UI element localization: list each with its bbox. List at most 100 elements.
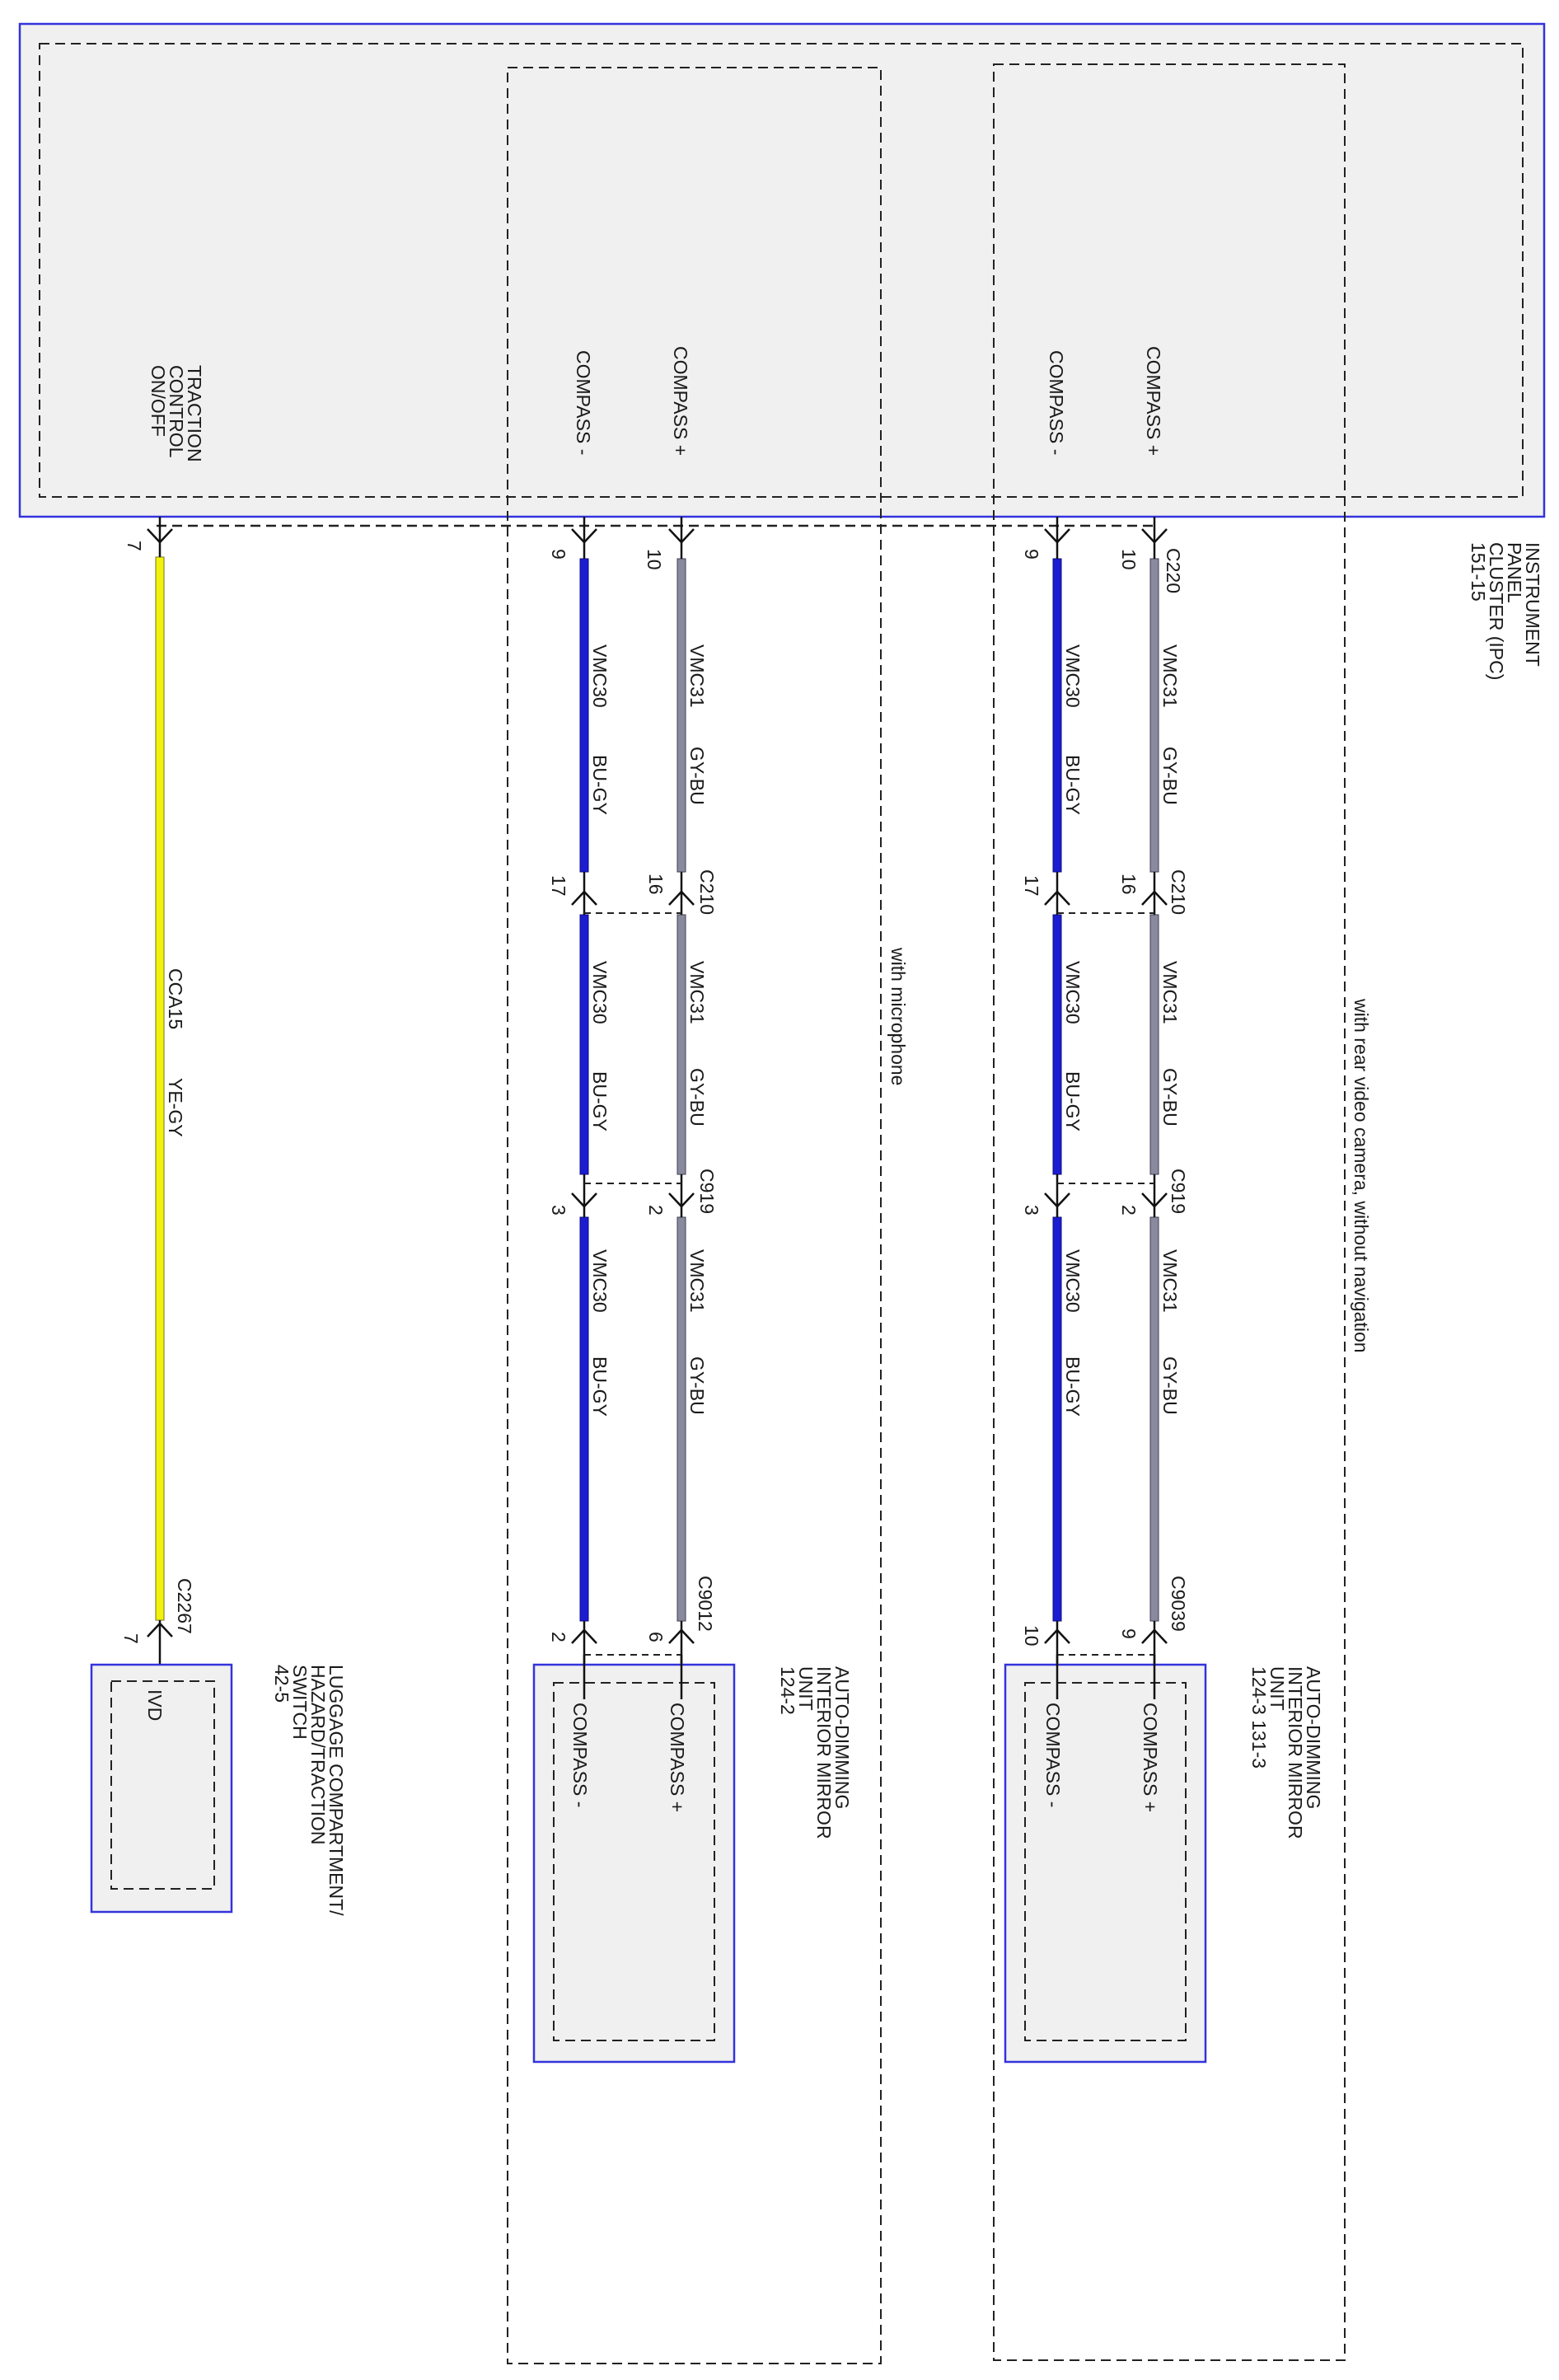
wire-vmc31-mic-seg2[interactable] xyxy=(677,914,686,1175)
pin-c210-vmc31-cam: 16 xyxy=(1118,874,1140,895)
wire-vmc30-mic-seg2[interactable] xyxy=(579,914,589,1175)
pin-c919-vmc30-cam: 3 xyxy=(1021,1205,1042,1216)
mirror-a-label-line1: AUTO-DIMMING xyxy=(831,1666,853,1809)
pin-ipc-vmc30-mic: 9 xyxy=(548,549,569,560)
arrow-c9012-vmc31 xyxy=(668,1628,695,1644)
mirror-b-label-line3: UNIT xyxy=(1266,1666,1288,1711)
pin-c210-vmc30-cam: 17 xyxy=(1021,875,1042,897)
ipc-pin-traction-line2: CONTROL xyxy=(166,365,187,458)
luggage-switch-label-line1: LUGGAGE COMPARTMENT/ xyxy=(325,1665,347,1916)
label-vmc31-cam-seg2: VMC31 xyxy=(1159,961,1181,1024)
wire-vmc30-mic-seg3[interactable] xyxy=(579,1216,589,1622)
wire-vmc31-cam-seg2[interactable] xyxy=(1149,914,1159,1175)
group-camera-label: with rear video camera, without navigati… xyxy=(1351,998,1372,1353)
pin-c9012-vmc30: 2 xyxy=(548,1632,569,1642)
label-c2267: C2267 xyxy=(174,1578,195,1634)
label-c919-mic: C919 xyxy=(696,1169,718,1214)
wire-vmc31-cam-seg1[interactable] xyxy=(1149,558,1159,873)
wire-vmc31-mic-seg1[interactable] xyxy=(677,558,686,873)
mirror-a-outline xyxy=(532,1663,736,2064)
mirror-unit-a[interactable]: COMPASS + COMPASS - AUTO-DIMMING INTERIO… xyxy=(532,1655,853,2064)
ipc-outline xyxy=(18,22,1546,518)
label-c919-cam: C919 xyxy=(1168,1169,1189,1214)
ipc-label: INSTRUMENT PANEL CLUSTER (IPC) 151-15 xyxy=(1468,542,1543,680)
mirror-b-label-line2: INTERIOR MIRROR xyxy=(1285,1666,1306,1839)
wire-vmc31-cam-seg3[interactable] xyxy=(1149,1216,1159,1622)
label-ye-gy: YE-GY xyxy=(165,1078,186,1137)
luggage-switch-label: LUGGAGE COMPARTMENT/ HAZARD/TRACTION SWI… xyxy=(271,1665,347,1916)
pin-c919-vmc31-cam: 2 xyxy=(1118,1205,1140,1216)
ipc-pin-compass-minus-b: COMPASS - xyxy=(1046,350,1067,455)
wire-cca15[interactable] xyxy=(155,556,165,1621)
label-vmc31-cam-seg1: VMC31 xyxy=(1159,644,1181,708)
mirror-a-label-line2: INTERIOR MIRROR xyxy=(813,1666,835,1839)
pin-c9039-vmc31: 9 xyxy=(1118,1628,1140,1639)
mirror-a-label-line3: UNIT xyxy=(795,1666,817,1711)
label-bu-gy-mic-seg3: BU-GY xyxy=(589,1356,611,1417)
arrow-c210-vmc30-mic xyxy=(571,890,597,906)
mic-circuits: 9 10 17 16 3 2 2 6 C210 C919 C9012 VMC30… xyxy=(548,517,718,1683)
mirror-b-pin-plus: COMPASS + xyxy=(1140,1703,1161,1812)
label-cca15: CCA15 xyxy=(165,968,186,1029)
label-vmc31-mic-seg1: VMC31 xyxy=(686,644,708,708)
mirror-a-pin-plus: COMPASS + xyxy=(667,1703,688,1812)
luggage-switch-label-line2: HAZARD/TRACTION xyxy=(307,1665,329,1845)
pin-ipc-traction: 7 xyxy=(124,541,145,551)
label-vmc30-mic-seg3: VMC30 xyxy=(589,1249,611,1313)
group-camera-frame xyxy=(993,63,1346,2361)
label-vmc31-cam-seg3: VMC31 xyxy=(1159,1249,1181,1313)
ipc-pin-compass-minus-a: COMPASS - xyxy=(573,350,594,455)
group-microphone-frame xyxy=(507,67,882,2364)
wire-vmc30-cam-seg2[interactable] xyxy=(1052,914,1062,1175)
arrow-c919-vmc31-cam xyxy=(1141,1192,1168,1208)
wire-vmc31-mic-seg3[interactable] xyxy=(677,1216,686,1622)
pin-c919-vmc31-mic: 2 xyxy=(645,1205,667,1216)
pin-c919-vmc30-mic: 3 xyxy=(548,1205,569,1216)
arrow-c9039-vmc31 xyxy=(1141,1628,1168,1644)
arrow-c919-vmc30-cam xyxy=(1044,1192,1070,1208)
label-gy-bu-mic-seg2: GY-BU xyxy=(686,1068,708,1127)
mirror-a-pin-minus: COMPASS - xyxy=(569,1703,591,1807)
pin-ipc-vmc31-mic: 10 xyxy=(644,549,665,570)
label-gy-bu-mic-seg3: GY-BU xyxy=(686,1356,708,1415)
arrow-c919-vmc30-mic xyxy=(571,1192,597,1208)
label-vmc30-mic-seg1: VMC30 xyxy=(589,644,611,708)
luggage-switch-module[interactable]: IVD LUGGAGE COMPARTMENT/ HAZARD/TRACTION… xyxy=(90,1663,347,1916)
arrow-c210-vmc30-cam xyxy=(1044,890,1070,906)
ipc-pin-traction: TRACTION CONTROL ON/OFF xyxy=(147,365,205,462)
label-vmc30-cam-seg1: VMC30 xyxy=(1062,644,1084,708)
arrow-c919-vmc31-mic xyxy=(668,1192,695,1208)
group-microphone: with microphone xyxy=(507,67,909,2364)
ipc-label-line3: CLUSTER (IPC) xyxy=(1486,542,1507,680)
group-microphone-label: with microphone xyxy=(887,947,909,1085)
arrow-c9012-vmc30 xyxy=(571,1628,597,1644)
mirror-unit-b[interactable]: COMPASS + COMPASS - AUTO-DIMMING INTERIO… xyxy=(1004,1655,1324,2064)
label-bu-gy-cam-seg1: BU-GY xyxy=(1062,755,1084,815)
luggage-switch-pin-ivd: IVD xyxy=(144,1689,166,1721)
label-c210-mic: C210 xyxy=(696,869,718,915)
label-gy-bu-cam-seg2: GY-BU xyxy=(1159,1068,1181,1127)
label-c9039: C9039 xyxy=(1168,1576,1189,1632)
mirror-b-label: AUTO-DIMMING INTERIOR MIRROR UNIT 124-3 … xyxy=(1248,1666,1324,1839)
ipc-pin-traction-line1: TRACTION xyxy=(184,365,205,462)
pin-c9039-vmc30: 10 xyxy=(1021,1625,1042,1647)
mirror-b-pin-minus: COMPASS - xyxy=(1042,1703,1064,1807)
ipc-pin-traction-line3: ON/OFF xyxy=(147,365,169,437)
mirror-a-label-line4: 124-2 xyxy=(777,1666,798,1715)
ipc-pin-compass-plus-a: COMPASS + xyxy=(670,346,691,456)
mirror-b-label-line1: AUTO-DIMMING xyxy=(1303,1666,1324,1809)
label-vmc31-mic-seg2: VMC31 xyxy=(686,961,708,1024)
arrow-c210-vmc31-mic xyxy=(668,890,695,906)
luggage-switch-label-line3: SWITCH xyxy=(289,1665,311,1740)
luggage-switch-label-line4: 42-5 xyxy=(271,1665,293,1703)
wire-vmc30-cam-seg3[interactable] xyxy=(1052,1216,1062,1622)
wire-vmc30-mic-seg1[interactable] xyxy=(579,558,589,873)
wire-vmc30-cam-seg1[interactable] xyxy=(1052,558,1062,873)
mirror-a-label: AUTO-DIMMING INTERIOR MIRROR UNIT 124-2 xyxy=(777,1666,853,1839)
mirror-a-inner-dashed xyxy=(553,1682,715,2041)
label-c9012: C9012 xyxy=(695,1576,716,1632)
ipc-module[interactable]: INSTRUMENT PANEL CLUSTER (IPC) 151-15 TR… xyxy=(18,22,1546,680)
pin-c9012-vmc31: 6 xyxy=(645,1632,667,1642)
ipc-label-line4: 151-15 xyxy=(1468,542,1489,602)
